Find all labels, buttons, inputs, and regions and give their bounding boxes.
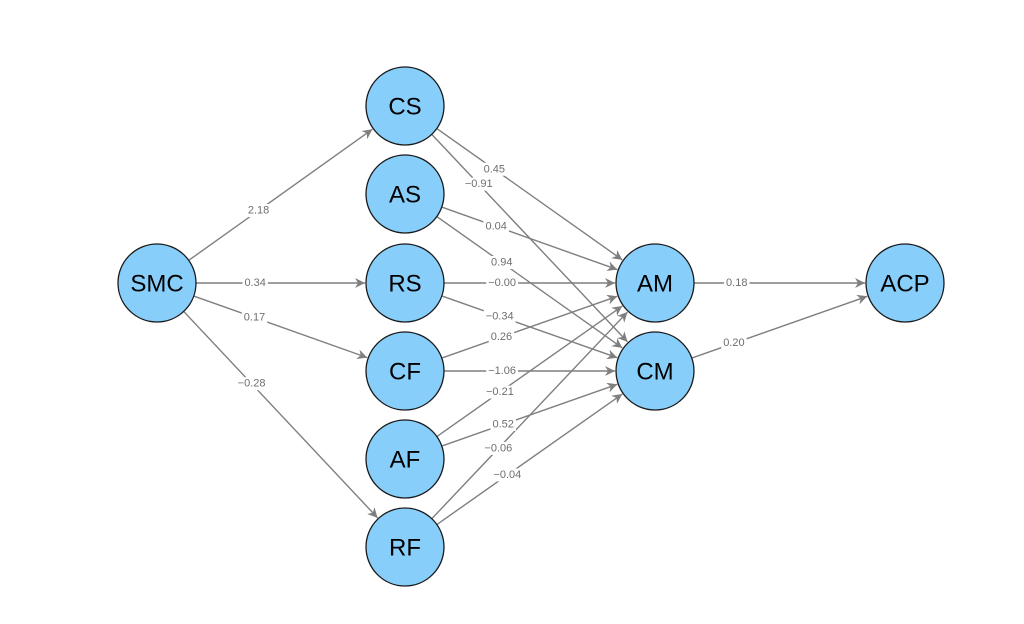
- edge-label-rf-am: −0.06: [482, 441, 515, 455]
- edge-label-cf-am: 0.26: [488, 330, 515, 344]
- edge-label-smc-cf: 0.17: [241, 311, 268, 325]
- edge-label-text-rf-cm: −0.04: [493, 469, 521, 481]
- node-label-cf: CF: [389, 359, 421, 386]
- edge-label-text-smc-cf: 0.17: [244, 312, 265, 324]
- node-label-smc: SMC: [130, 271, 183, 298]
- node-label-af: AF: [390, 447, 421, 474]
- node-label-rf: RF: [389, 535, 421, 562]
- nodes-layer: SMC CS AS RS CF AF RF AM CM ACP: [117, 66, 945, 587]
- edge-label-bg-cf-cm: [486, 364, 519, 378]
- edge-label-as-am: 0.04: [483, 219, 509, 233]
- edge-label-bg-as-cm: [489, 256, 515, 270]
- edge-label-text-rs-cm: −0.34: [486, 310, 514, 322]
- edge-smc-cf: [193, 295, 368, 359]
- edge-label-smc-cs: 2.18: [245, 204, 272, 218]
- edge-label-cs-am: 0.45: [481, 162, 508, 176]
- edge-label-text-af-cm: 0.52: [492, 418, 513, 430]
- edge-rf-cm: [436, 393, 623, 526]
- node-label-acp: ACP: [880, 271, 929, 298]
- edge-as-cm: [436, 215, 623, 349]
- node-rf: RF: [365, 507, 445, 587]
- edge-as-am: [441, 206, 618, 271]
- node-cf: CF: [365, 331, 445, 411]
- edge-labels-layer: 2.18 0.34 0.17 −0.28 0.45 −0.91 0.04 0.94 −0.00 −…: [235, 162, 750, 482]
- edge-rf-am: [431, 311, 629, 520]
- node-circle-cf: [365, 331, 445, 411]
- node-circle-smc: [117, 243, 197, 323]
- edge-label-bg-cf-am: [488, 330, 515, 344]
- node-label-am: AM: [637, 271, 673, 298]
- edge-label-text-cm-acp: 0.20: [723, 337, 744, 349]
- node-acp: ACP: [865, 243, 945, 323]
- node-circle-as: [365, 154, 445, 234]
- edge-label-bg-af-cm: [490, 417, 516, 431]
- node-smc: SMC: [117, 243, 197, 323]
- edge-label-text-smc-cs: 2.18: [248, 205, 269, 217]
- edge-label-bg-smc-rs: [242, 276, 268, 290]
- edge-label-text-am-acp: 0.18: [726, 277, 747, 289]
- node-cs: CS: [365, 66, 445, 146]
- node-circle-acp: [865, 243, 945, 323]
- node-circle-rf: [365, 507, 445, 587]
- edge-label-text-cf-am: 0.26: [491, 331, 512, 343]
- edge-label-text-rs-am: −0.00: [488, 277, 516, 289]
- edge-label-smc-rs: 0.34: [242, 276, 268, 290]
- edge-label-smc-rf: −0.28: [235, 377, 268, 391]
- edge-label-am-acp: 0.18: [724, 276, 750, 290]
- node-am: AM: [615, 243, 695, 323]
- edge-cs-am: [436, 127, 623, 261]
- node-circle-cs: [365, 66, 445, 146]
- node-rs: RS: [365, 243, 445, 323]
- edge-label-bg-as-am: [483, 219, 509, 233]
- edge-af-am: [436, 305, 623, 438]
- node-circle-cm: [615, 331, 695, 411]
- node-af: AF: [365, 419, 445, 499]
- node-label-rs: RS: [388, 271, 421, 298]
- edge-smc-cs: [188, 128, 373, 261]
- node-circle-af: [365, 419, 445, 499]
- edge-label-text-cs-cm: −0.91: [465, 178, 493, 190]
- edge-label-cf-cm: −1.06: [486, 364, 519, 378]
- node-cm: CM: [615, 331, 695, 411]
- edge-label-text-cs-am: 0.45: [484, 163, 505, 175]
- edge-label-text-rf-am: −0.06: [484, 442, 512, 454]
- edge-label-rf-cm: −0.04: [491, 468, 524, 482]
- edge-label-bg-cs-am: [481, 162, 508, 176]
- node-label-cm: CM: [636, 359, 673, 386]
- edge-smc-rf: [183, 310, 379, 519]
- edge-label-bg-af-am: [484, 385, 516, 399]
- edges-layer: [183, 127, 868, 526]
- edge-label-text-af-am: −0.21: [486, 386, 514, 398]
- edge-label-bg-rf-cm: [491, 468, 524, 482]
- edge-label-af-am: −0.21: [484, 385, 516, 399]
- edge-label-bg-smc-cf: [241, 311, 268, 325]
- edge-label-text-smc-rf: −0.28: [238, 378, 266, 390]
- node-as: AS: [365, 154, 445, 234]
- edge-cm-acp: [691, 294, 868, 359]
- edge-label-bg-smc-cs: [245, 204, 272, 218]
- edge-cf-am: [441, 294, 618, 359]
- edge-label-bg-cm-acp: [721, 336, 747, 350]
- edge-label-bg-cs-cm: [462, 177, 495, 191]
- edge-label-bg-rf-am: [482, 441, 515, 455]
- edge-label-text-as-cm: 0.94: [491, 257, 512, 269]
- edge-label-af-cm: 0.52: [490, 417, 516, 431]
- edge-label-bg-am-acp: [724, 276, 750, 290]
- edge-label-text-as-am: 0.04: [485, 220, 506, 232]
- edge-label-cs-cm: −0.91: [462, 177, 495, 191]
- edge-label-text-smc-rs: 0.34: [244, 277, 265, 289]
- edge-label-rs-cm: −0.34: [483, 309, 516, 323]
- edge-label-text-cf-cm: −1.06: [488, 365, 516, 377]
- node-label-as: AS: [389, 182, 421, 209]
- node-circle-rs: [365, 243, 445, 323]
- node-label-cs: CS: [388, 94, 421, 121]
- edge-label-as-cm: 0.94: [489, 256, 515, 270]
- edge-label-cm-acp: 0.20: [721, 336, 747, 350]
- edge-label-bg-rs-am: [486, 276, 519, 290]
- edge-label-bg-rs-cm: [483, 309, 516, 323]
- edge-label-bg-smc-rf: [235, 377, 268, 391]
- edge-label-rs-am: −0.00: [486, 276, 519, 290]
- node-circle-am: [615, 243, 695, 323]
